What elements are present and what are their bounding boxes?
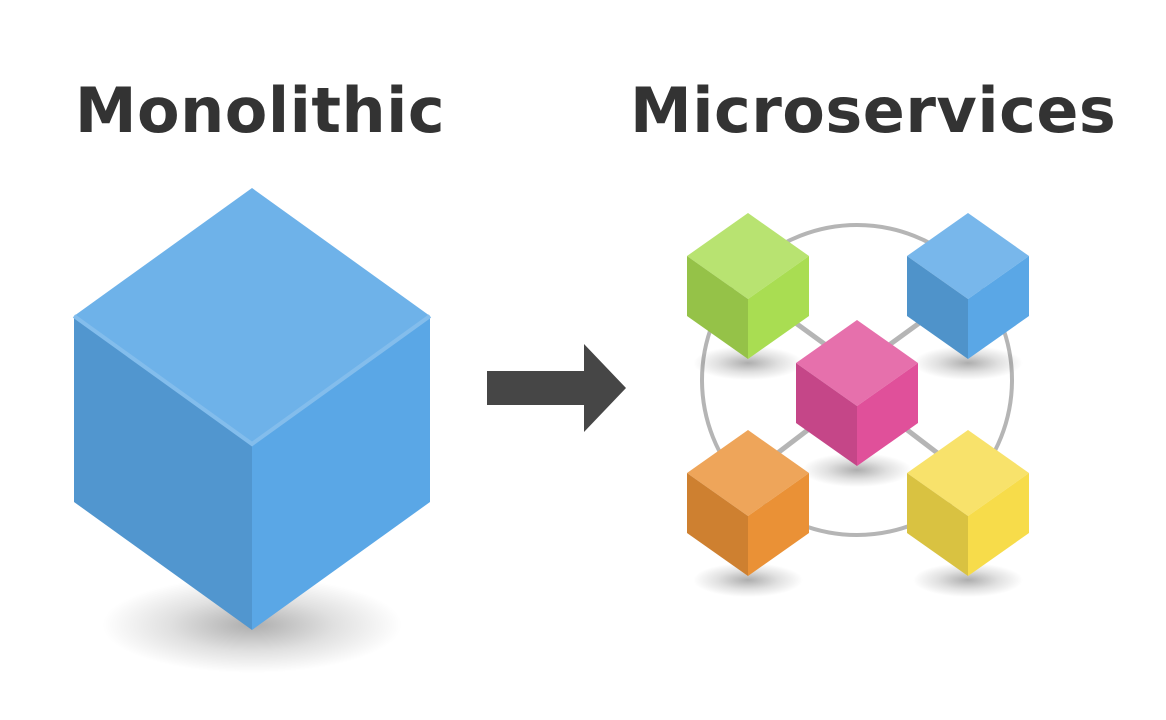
green-service-cube-right-face	[748, 256, 809, 359]
blue-service-cube-shadow	[913, 345, 1023, 381]
monolithic-heading: Monolithic	[74, 74, 446, 147]
orange-service-cube-left-face	[687, 473, 748, 576]
yellow-service-cube	[907, 430, 1029, 598]
pink-service-cube	[796, 320, 918, 488]
orange-service-cube-shadow	[693, 562, 803, 598]
pink-service-cube-shadow	[802, 452, 912, 488]
monolith-right-face	[252, 316, 430, 630]
yellow-service-cube-right-face	[968, 473, 1029, 576]
yellow-service-cube-shadow	[913, 562, 1023, 598]
green-service-cube-left-face	[687, 256, 748, 359]
green-service-cube-shadow	[693, 345, 803, 381]
microservices-network	[687, 213, 1029, 598]
pink-service-cube-left-face	[796, 363, 857, 466]
arrow-right-icon	[487, 344, 626, 432]
orange-service-cube	[687, 430, 809, 598]
monolith-edge-highlight	[72, 314, 432, 447]
orange-service-cube-right-face	[748, 473, 809, 576]
ring-connection	[700, 223, 1014, 537]
blue-service-cube	[907, 213, 1029, 381]
microservices-heading: Microservices	[630, 74, 1117, 147]
yellow-service-cube-left-face	[907, 473, 968, 576]
blue-service-cube-left-face	[907, 256, 968, 359]
green-service-cube	[687, 213, 809, 381]
blue-service-cube-right-face	[968, 256, 1029, 359]
monolith-cube	[72, 188, 432, 673]
monolith-left-face	[74, 316, 252, 630]
pink-service-cube-right-face	[857, 363, 918, 466]
